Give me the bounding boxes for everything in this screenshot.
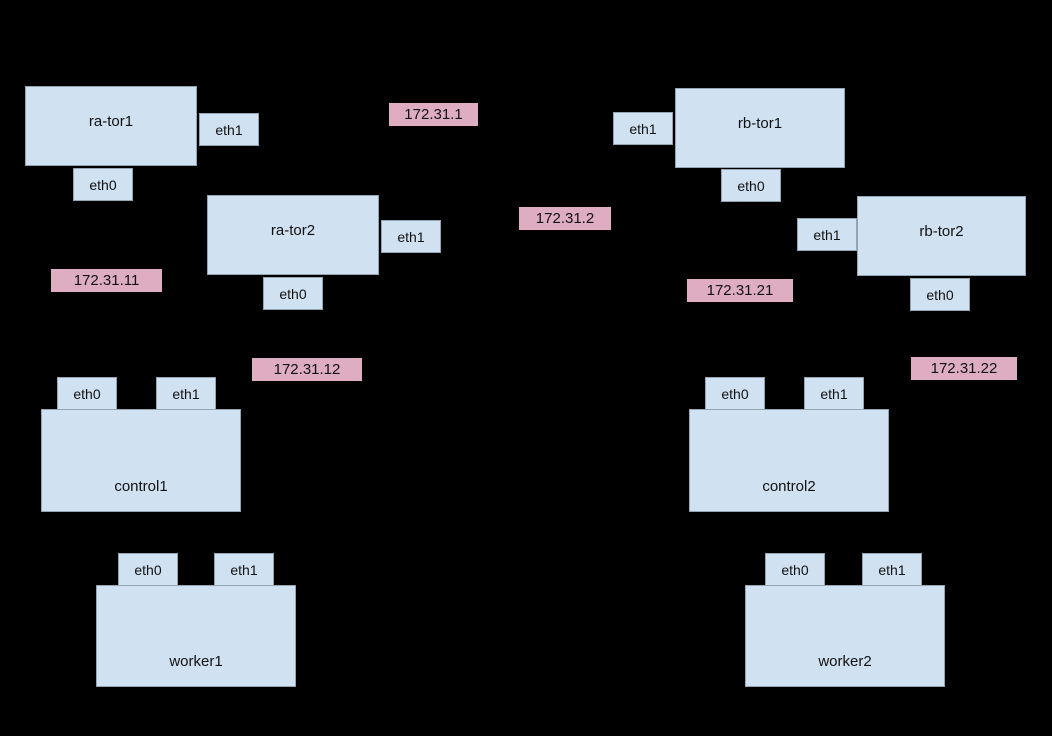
node-control2[interactable]: control2 [689,409,889,512]
port-rb-tor1-eth1[interactable]: eth1 [613,112,673,145]
port-worker2-eth1[interactable]: eth1 [862,553,922,586]
node-label: ra-tor1 [88,112,134,130]
node-rb-tor2[interactable]: rb-tor2 [857,196,1026,276]
ip-label-172.31.11: 172.31.11 [51,269,162,292]
port-ra-tor1-eth1[interactable]: eth1 [199,113,259,146]
ip-label-172.31.21: 172.31.21 [687,279,793,302]
ip-label-172.31.2: 172.31.2 [519,207,611,230]
node-worker1[interactable]: worker1 [96,585,296,687]
node-label: rb-tor1 [737,114,783,132]
node-label: control2 [762,477,816,495]
node-control1[interactable]: control1 [41,409,241,512]
node-label: ra-tor2 [270,221,316,239]
node-worker2[interactable]: worker2 [745,585,945,687]
node-label: rb-tor2 [919,222,964,240]
ip-label-172.31.22: 172.31.22 [911,357,1017,380]
ip-label-172.31.12: 172.31.12 [252,358,362,381]
port-rb-tor2-eth1[interactable]: eth1 [797,218,857,251]
node-label: control1 [114,477,168,495]
ip-label-172.31.1: 172.31.1 [389,103,478,126]
port-control2-eth0[interactable]: eth0 [705,377,765,410]
node-label: worker2 [818,653,872,670]
port-control1-eth1[interactable]: eth1 [156,377,216,410]
port-rb-tor1-eth0[interactable]: eth0 [721,169,781,202]
port-worker2-eth0[interactable]: eth0 [765,553,825,586]
port-rb-tor2-eth0[interactable]: eth0 [910,278,970,311]
port-control2-eth1[interactable]: eth1 [804,377,864,410]
node-ra-tor2[interactable]: ra-tor2 [207,195,379,275]
port-worker1-eth0[interactable]: eth0 [118,553,178,586]
node-label: worker1 [169,653,223,670]
port-ra-tor2-eth0[interactable]: eth0 [263,277,323,310]
port-worker1-eth1[interactable]: eth1 [214,553,274,586]
node-rb-tor1[interactable]: rb-tor1 [675,88,845,168]
node-ra-tor1[interactable]: ra-tor1 [25,86,197,166]
port-ra-tor2-eth1[interactable]: eth1 [381,220,441,253]
port-control1-eth0[interactable]: eth0 [57,377,117,410]
port-ra-tor1-eth0[interactable]: eth0 [73,168,133,201]
